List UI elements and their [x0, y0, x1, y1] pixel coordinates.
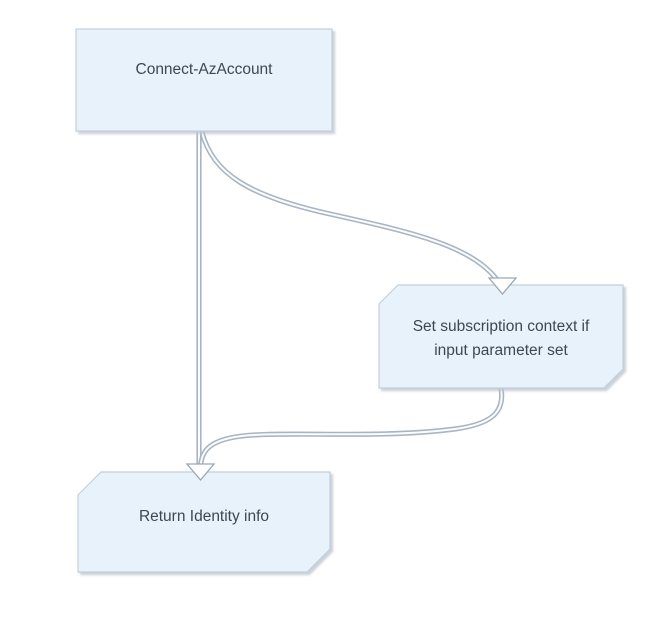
- node-connect-azaccount[interactable]: Connect-AzAccount: [75, 28, 333, 132]
- arrowhead-into-return-identity-info: [185, 463, 216, 482]
- arrowhead-into-set-subscription-context: [487, 277, 518, 296]
- node-set-subscription-context-shape: [378, 284, 624, 389]
- node-set-subscription-context[interactable]: Set subscription context if input parame…: [378, 284, 624, 389]
- node-return-identity-info[interactable]: Return Identity info: [77, 471, 331, 573]
- edge-setsub-to-return: [197, 387, 505, 469]
- node-set-subscription-context-label-line-0: Set subscription context if: [413, 318, 590, 335]
- node-connect-azaccount-label-line-0: Connect-AzAccount: [136, 61, 274, 78]
- node-return-identity-info-label-line-0: Return Identity info: [139, 508, 269, 525]
- node-set-subscription-context-label-line-1: input parameter set: [434, 342, 568, 359]
- edge-connect-to-setsub: [198, 130, 505, 290]
- node-return-identity-info-shape: [77, 471, 331, 573]
- node-connect-azaccount-shape: [75, 28, 333, 132]
